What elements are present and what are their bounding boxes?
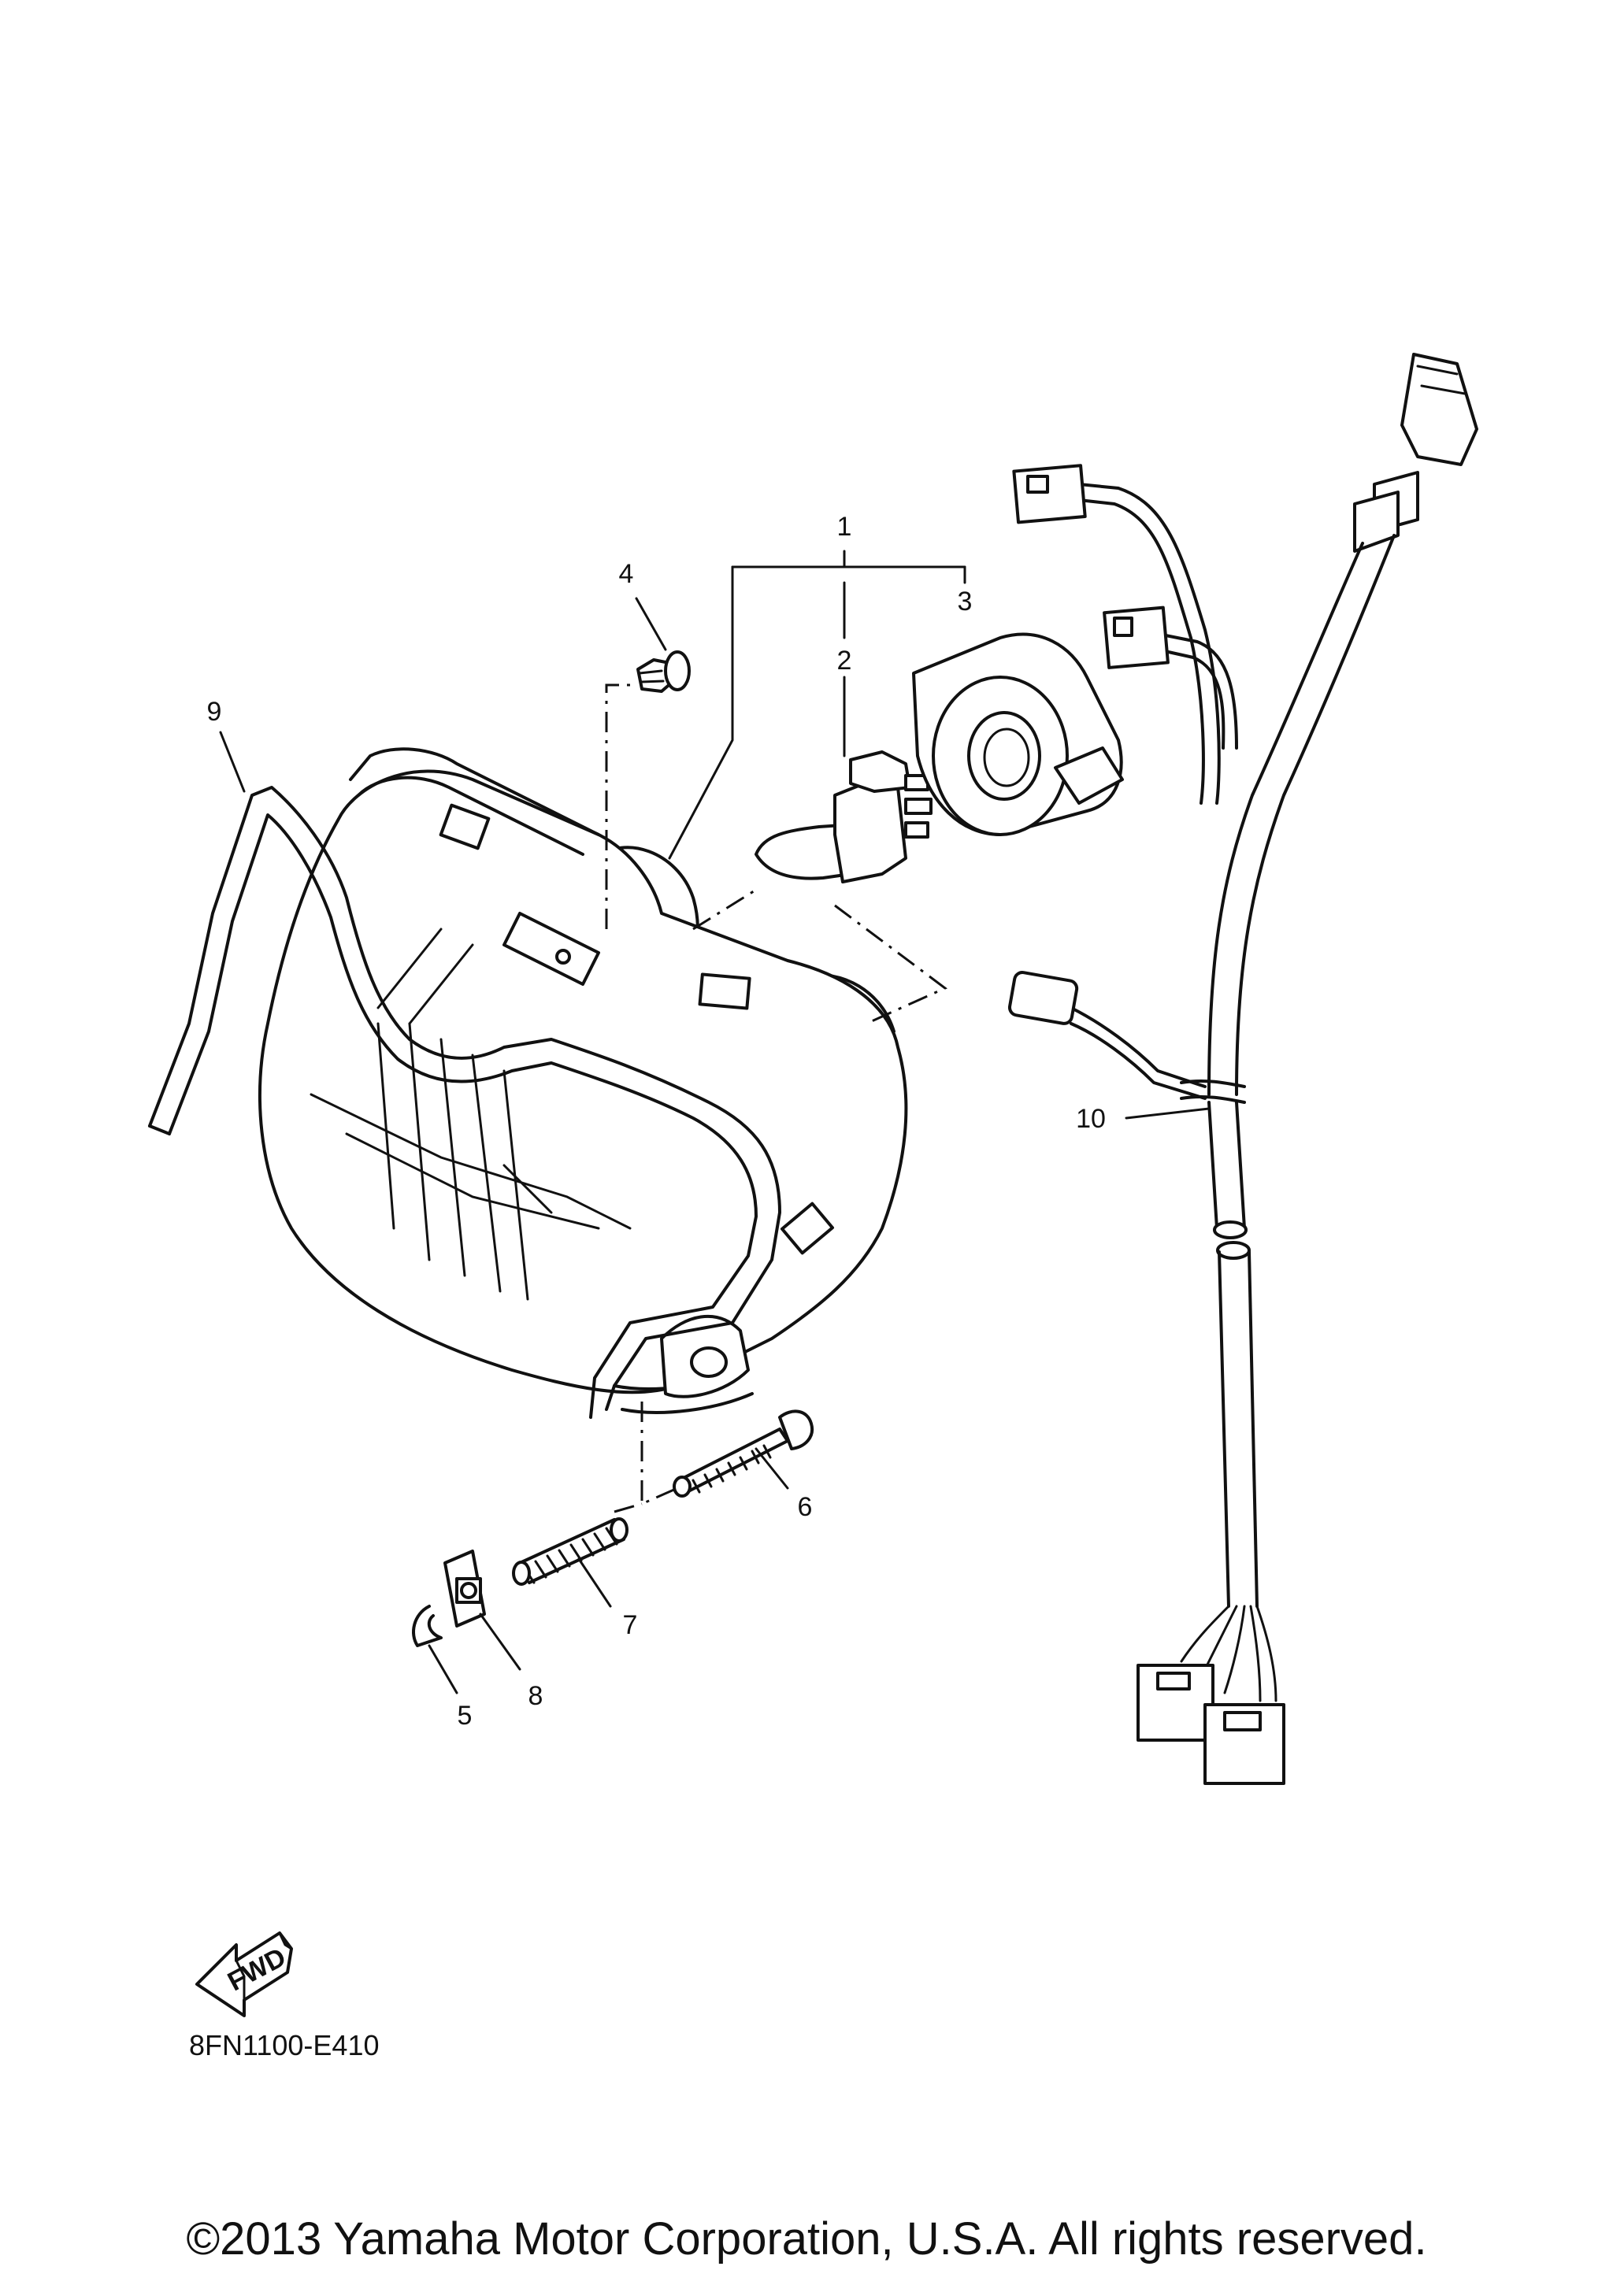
- screw-part-6: [673, 1409, 814, 1498]
- callout-3: 3: [958, 587, 973, 617]
- callout-1: 1: [837, 512, 852, 542]
- callout-10: 10: [1076, 1104, 1106, 1134]
- diagram-code: 8FN1100-E410: [189, 2029, 380, 2061]
- callout-7: 7: [623, 1610, 638, 1640]
- nut-plate-part-8: [443, 1550, 486, 1628]
- fwd-arrow-icon: FWD: [195, 1931, 293, 2017]
- clip-part-4: [636, 650, 691, 693]
- spring-part-7: [512, 1517, 629, 1586]
- bulb-cover-part-3: [912, 632, 1124, 836]
- callout-4: 4: [619, 559, 634, 589]
- headlight-assembly: [258, 747, 908, 1414]
- bulb-part-2: [755, 750, 933, 883]
- leader-lines: [219, 550, 1211, 1694]
- callout-6: 6: [798, 1492, 813, 1522]
- callout-9: 9: [207, 697, 222, 727]
- callout-2: 2: [837, 646, 852, 676]
- callouts: 1 2 3 4 5 6 7 8 9 10: [207, 512, 1106, 1731]
- callout-5: 5: [458, 1701, 473, 1731]
- wire-harness-part-10: [1007, 353, 1478, 1785]
- copyright-notice: ©2013 Yamaha Motor Corporation, U.S.A. A…: [186, 2213, 1427, 2265]
- headlight-seal-part-9: [148, 786, 781, 1419]
- callout-8: 8: [528, 1681, 543, 1711]
- clip-part-5: [412, 1605, 443, 1647]
